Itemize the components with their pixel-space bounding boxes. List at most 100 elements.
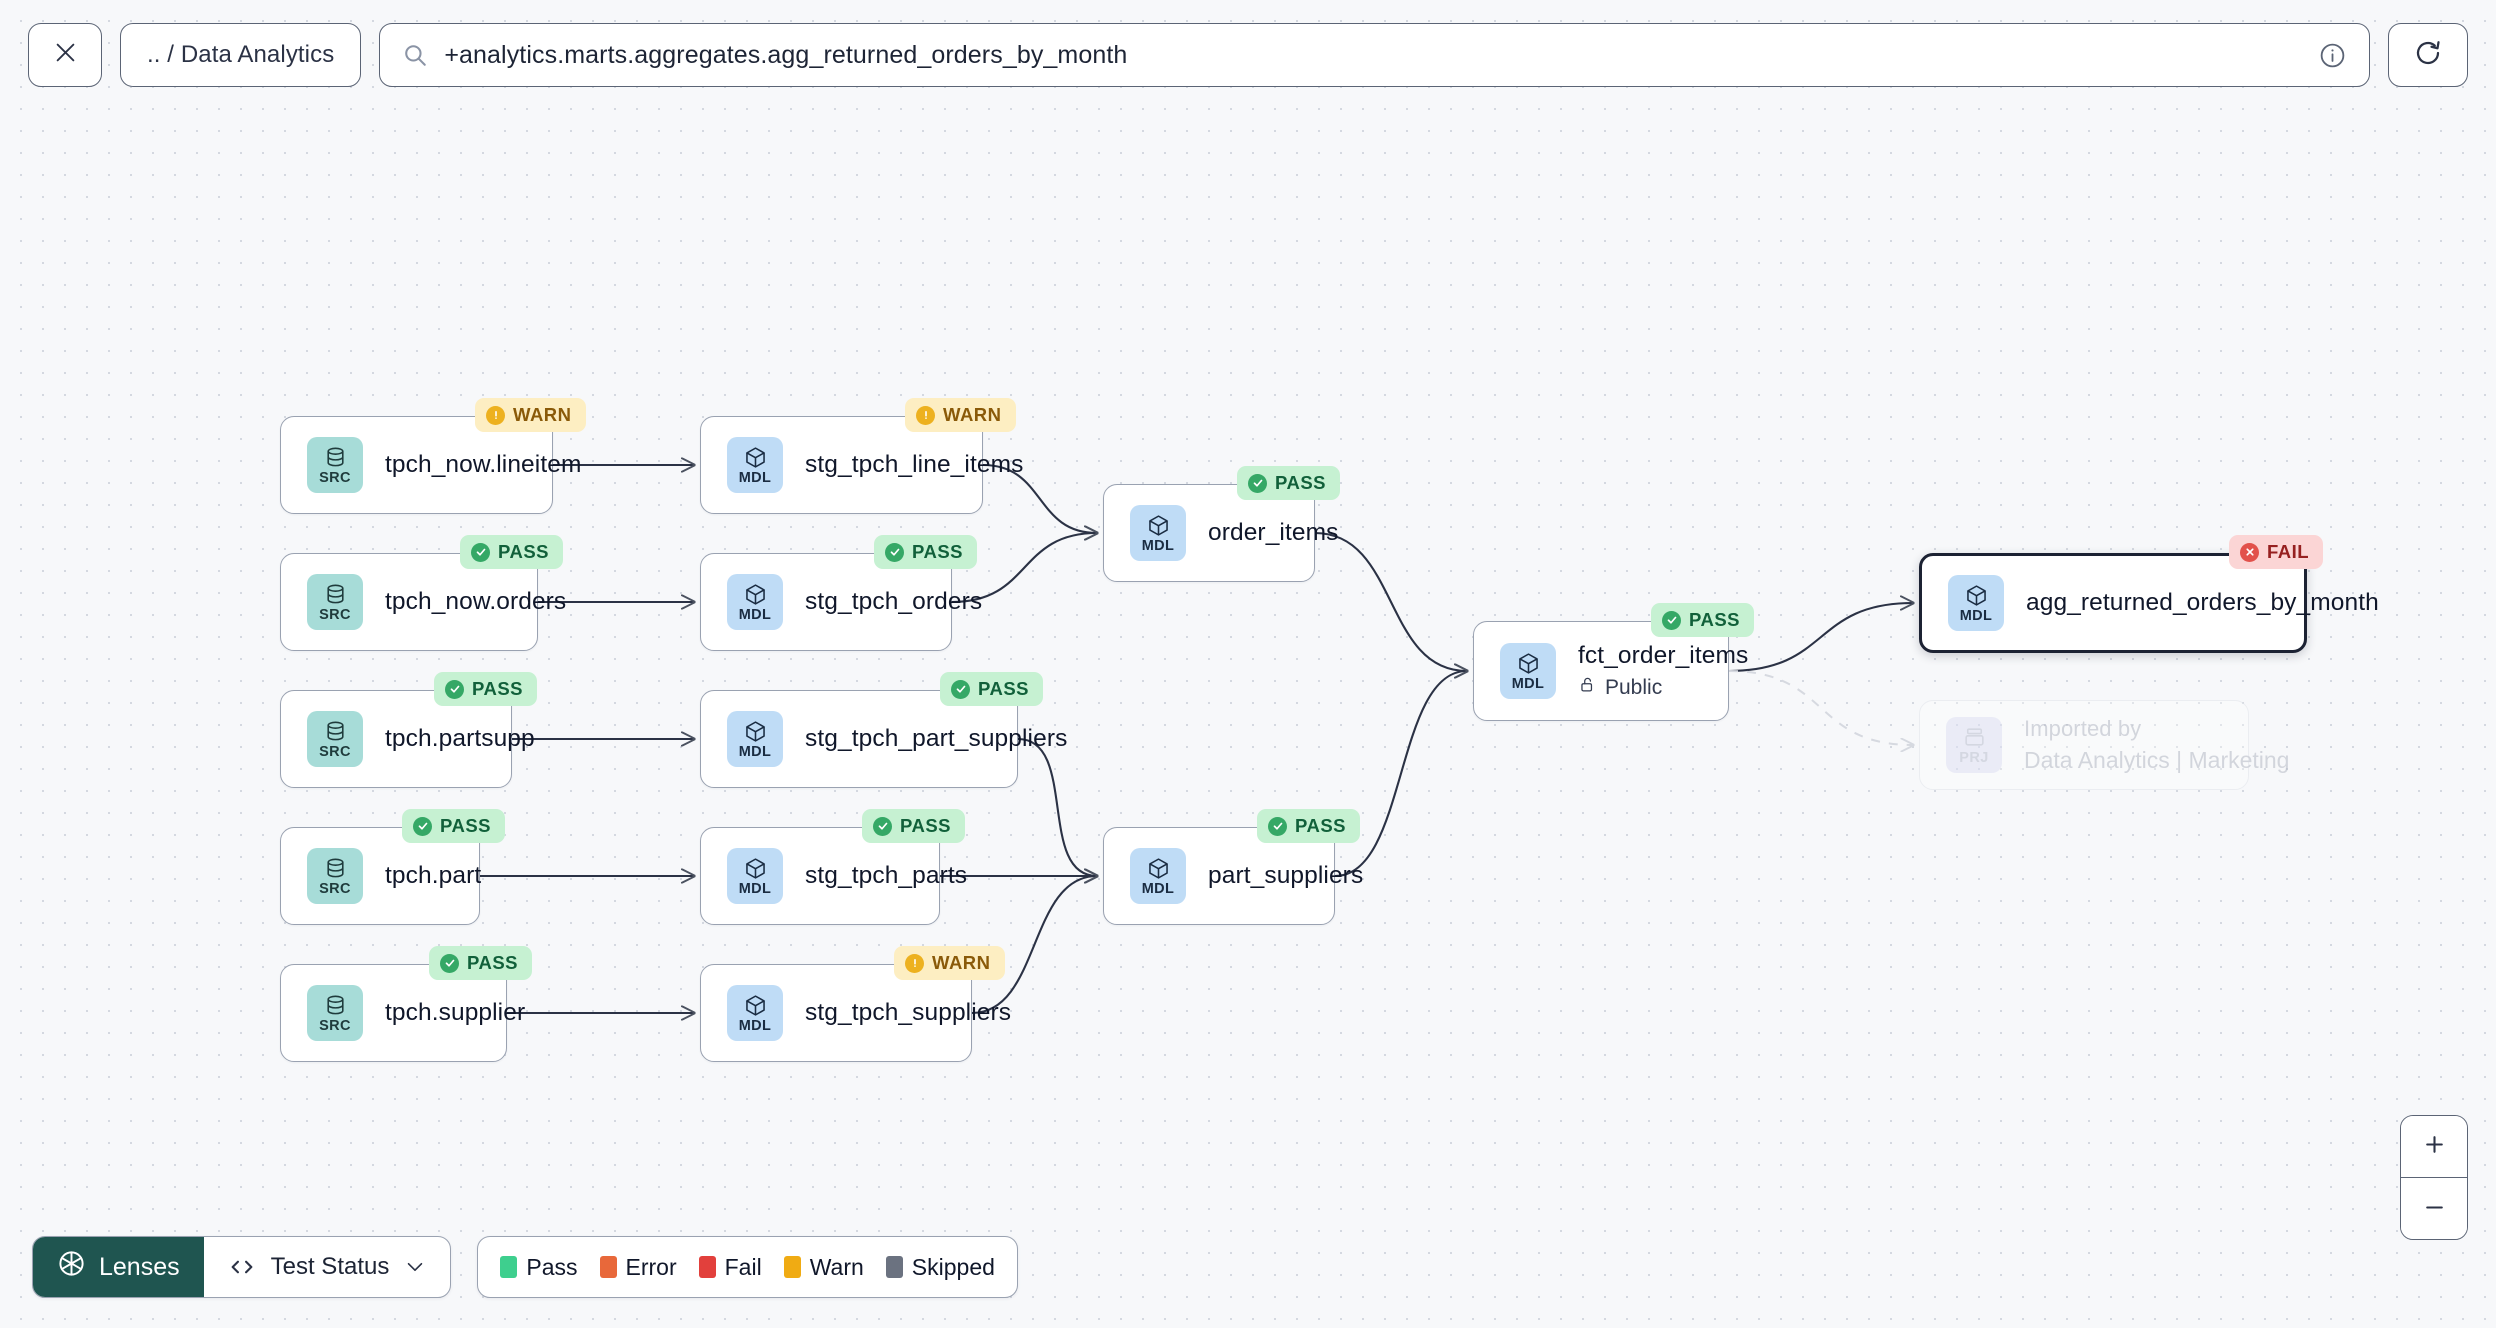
info-icon[interactable] — [2318, 41, 2347, 70]
mdl-type-icon: MDL — [727, 574, 783, 630]
graph-node-tpch_now_lineitem[interactable]: SRC tpch_now.lineitem — [280, 416, 582, 514]
legend-swatch — [783, 1256, 801, 1278]
mdl-type-icon: MDL — [727, 848, 783, 904]
status-label: PASS — [472, 678, 524, 699]
breadcrumb[interactable]: .. / Data Analytics — [120, 23, 362, 87]
edge-stg_tpch_suppliers-to-part_suppliers — [971, 876, 1097, 1015]
lineage-search-input[interactable]: +analytics.marts.aggregates.agg_returned… — [379, 23, 2370, 87]
node-text-block: part_suppliers — [1208, 862, 1363, 890]
status-warn-icon — [905, 953, 924, 973]
status-badge-tpch_partsupp[interactable]: PASS — [434, 672, 538, 706]
zoom-controls — [2400, 1114, 2468, 1240]
status-badge-stg_tpch_suppliers[interactable]: WARN — [894, 946, 1005, 980]
plus-icon — [2422, 1132, 2447, 1160]
status-badge-order_items[interactable]: PASS — [1237, 466, 1341, 500]
node-text-block: tpch_now.lineitem — [385, 451, 582, 479]
mdl-type-icon: MDL — [727, 437, 783, 493]
status-badge-stg_tpch_part_suppliers[interactable]: PASS — [940, 672, 1044, 706]
status-badge-fct_order_items[interactable]: PASS — [1651, 603, 1755, 637]
node-text-block: agg_returned_orders_by_month — [2026, 589, 2379, 617]
close-button[interactable] — [28, 23, 102, 87]
status-label: PASS — [498, 541, 550, 562]
status-badge-tpch_now_orders[interactable]: PASS — [460, 535, 564, 569]
node-title: stg_tpch_parts — [805, 862, 968, 889]
legend-item-warn[interactable]: Warn — [783, 1253, 864, 1281]
status-label: PASS — [440, 815, 492, 836]
graph-node-stg_tpch_parts[interactable]: MDL stg_tpch_parts — [700, 827, 968, 925]
legend-item-skipped[interactable]: Skipped — [885, 1254, 995, 1281]
top-toolbar: .. / Data Analytics +analytics.marts.agg… — [0, 0, 2496, 110]
legend-item-error[interactable]: Error — [599, 1254, 677, 1281]
status-pass-icon — [951, 679, 970, 699]
node-kind-label: SRC — [319, 606, 351, 623]
test-status-dropdown[interactable]: Test Status — [204, 1237, 451, 1297]
node-title: tpch_now.lineitem — [385, 451, 582, 478]
status-badge-tpch_part[interactable]: PASS — [402, 809, 506, 843]
status-pass-icon — [1268, 816, 1287, 836]
status-pass-icon — [440, 953, 459, 973]
mdl-type-icon: MDL — [727, 711, 783, 767]
minus-icon — [2422, 1195, 2447, 1223]
node-title: fct_order_items — [1578, 642, 1749, 669]
lenses-button[interactable]: Lenses — [33, 1237, 204, 1297]
zoom-in-button[interactable] — [2401, 1115, 2467, 1177]
lens-control-group: Lenses Test Status — [32, 1236, 452, 1298]
lenses-label: Lenses — [99, 1252, 180, 1281]
status-pass-icon — [1248, 473, 1267, 493]
node-kind-label: SRC — [319, 469, 351, 486]
status-label: WARN — [513, 404, 572, 425]
status-badge-agg_returned_orders_by_month[interactable]: FAIL — [2229, 535, 2324, 569]
status-label: WARN — [943, 404, 1002, 425]
mdl-type-icon: MDL — [1500, 643, 1556, 699]
status-badge-stg_tpch_line_items[interactable]: WARN — [905, 398, 1016, 432]
breadcrumb-label: .. / Data Analytics — [147, 41, 335, 68]
status-fail-icon — [2240, 542, 2259, 562]
node-kind-label: MDL — [738, 880, 772, 897]
test-status-label: Test Status — [270, 1253, 390, 1280]
node-kind-label: MDL — [738, 1017, 772, 1034]
legend-item-pass[interactable]: Pass — [500, 1254, 578, 1281]
status-badge-stg_tpch_orders[interactable]: PASS — [874, 535, 978, 569]
node-title: agg_returned_orders_by_month — [2026, 589, 2379, 616]
node-kind-label: MDL — [1511, 675, 1545, 692]
refresh-icon — [2413, 38, 2443, 73]
edge-order_items-to-fct_order_items — [1314, 531, 1467, 671]
status-badge-part_suppliers[interactable]: PASS — [1257, 809, 1361, 843]
status-badge-tpch_now_lineitem[interactable]: WARN — [475, 398, 586, 432]
node-kind-label: MDL — [738, 743, 772, 760]
node-kind-label: MDL — [1959, 607, 1993, 624]
status-pass-icon — [413, 816, 432, 836]
edge-stg_tpch_part_suppliers-to-part_suppliers — [1017, 737, 1097, 876]
graph-node-agg_returned_orders_by_month[interactable]: MDL agg_returned_orders_by_month — [1919, 553, 2379, 653]
status-pass-icon — [873, 816, 892, 836]
legend-item-fail[interactable]: Fail — [698, 1254, 762, 1281]
edge-fct_order_items-to-imported_by_project — [1728, 670, 1913, 745]
zoom-out-button[interactable] — [2401, 1178, 2467, 1239]
node-kind-label: SRC — [319, 743, 351, 760]
legend-swatch — [885, 1256, 903, 1278]
legend-label: Warn — [809, 1253, 864, 1280]
refresh-button[interactable] — [2388, 23, 2468, 87]
node-title: stg_tpch_suppliers — [805, 999, 1012, 1026]
status-label: PASS — [1275, 472, 1327, 493]
status-badge-tpch_supplier[interactable]: PASS — [429, 946, 533, 980]
node-title: tpch.supplier — [385, 999, 526, 1026]
node-text-block: stg_tpch_suppliers — [805, 999, 1012, 1027]
status-badge-stg_tpch_parts[interactable]: PASS — [862, 809, 966, 843]
